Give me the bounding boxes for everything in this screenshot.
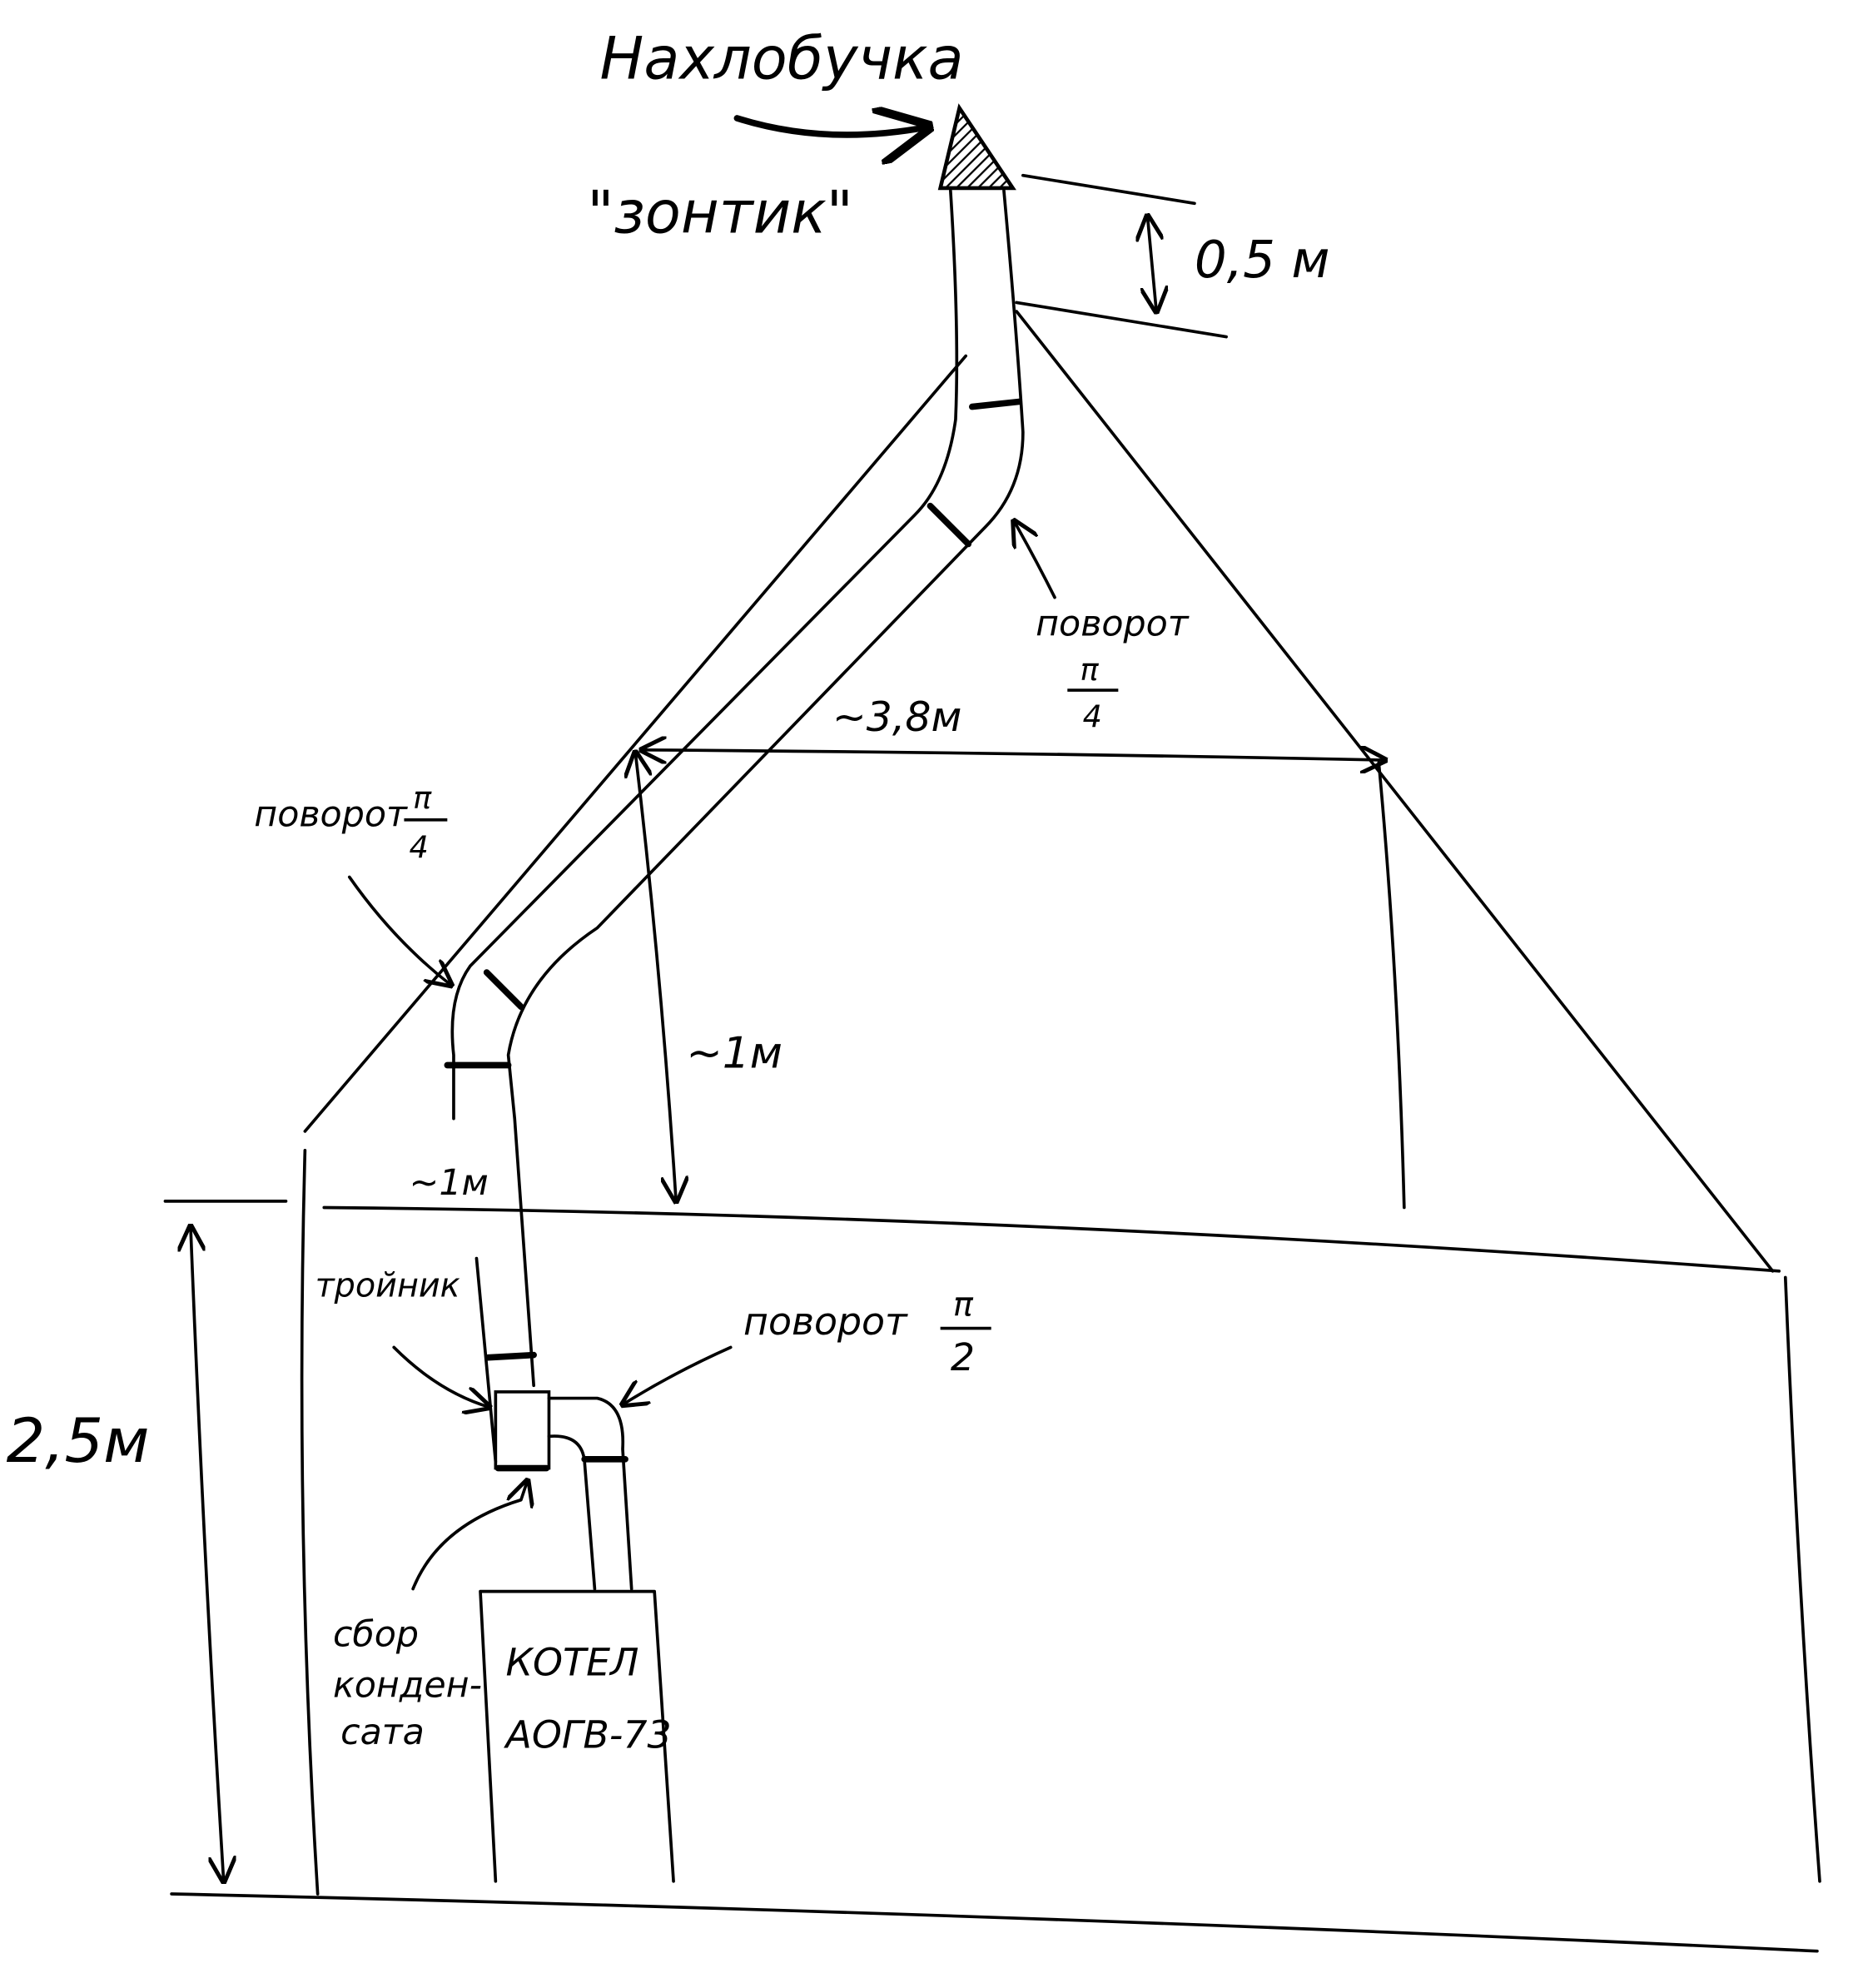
turn-lower-num: π	[953, 1285, 974, 1324]
condensate-label-2: конден-	[333, 1664, 482, 1706]
tee-label: тройник	[315, 1266, 460, 1305]
roof-right	[1015, 310, 1775, 1273]
turn-upper-den: 4	[1083, 698, 1102, 734]
attic-height-arrow	[635, 753, 676, 1201]
boiler-label-2: АОГВ-73	[504, 1712, 672, 1757]
room-height-label: 2,5м	[7, 1406, 150, 1477]
turn-lower-den: 2	[951, 1334, 975, 1379]
cap-arrow	[733, 118, 927, 135]
wall-left	[300, 1148, 320, 1896]
cap-height-bottom	[1015, 301, 1228, 339]
cap-umbrella	[937, 103, 1016, 191]
cap-height-label: 0,5 м	[1195, 231, 1330, 290]
chimney-pipe	[444, 189, 1025, 1591]
condensate-label-1: сбор	[333, 1613, 419, 1655]
turn-left-label: поворот	[254, 793, 408, 835]
turn-upper-num: π	[1081, 652, 1100, 688]
floor-line	[170, 1892, 1819, 1953]
wall-right	[1783, 1275, 1821, 1883]
cap-title: Нахлобучка	[600, 25, 964, 93]
turn-lower-label: поворот	[743, 1299, 908, 1344]
turn-left-num: π	[413, 780, 432, 816]
turn-left-arrow	[347, 875, 451, 986]
turn-left-den: 4	[410, 830, 429, 866]
width-dim-label: ~3,8м	[832, 693, 961, 741]
tee-arrow	[392, 1345, 489, 1407]
pipe-segment-label: ~1м	[410, 1162, 489, 1204]
boiler-box	[479, 1589, 675, 1883]
turn-lower-arrow	[623, 1345, 733, 1404]
tee-fitting	[494, 1390, 551, 1470]
room-height-arrow	[191, 1226, 224, 1881]
roof-left	[303, 354, 967, 1133]
condensate-arrow	[411, 1481, 527, 1591]
turn-upper-arrow	[1014, 521, 1056, 599]
house-outline	[163, 310, 1821, 1953]
attic-height-label: ~1м	[686, 1029, 782, 1079]
ceiling-line	[322, 1205, 1781, 1273]
cap-height-arrow	[1147, 216, 1156, 312]
width-dim-arrow	[642, 750, 1385, 760]
boiler-label-1: КОТЕЛ	[506, 1639, 639, 1684]
cap-height-top	[1021, 173, 1196, 206]
condensate-label-3: сата	[340, 1712, 425, 1753]
cap-subtitle: "зонтик"	[587, 178, 853, 246]
width-dim-right	[1377, 761, 1406, 1210]
turn-upper-label: поворот	[1036, 603, 1190, 644]
